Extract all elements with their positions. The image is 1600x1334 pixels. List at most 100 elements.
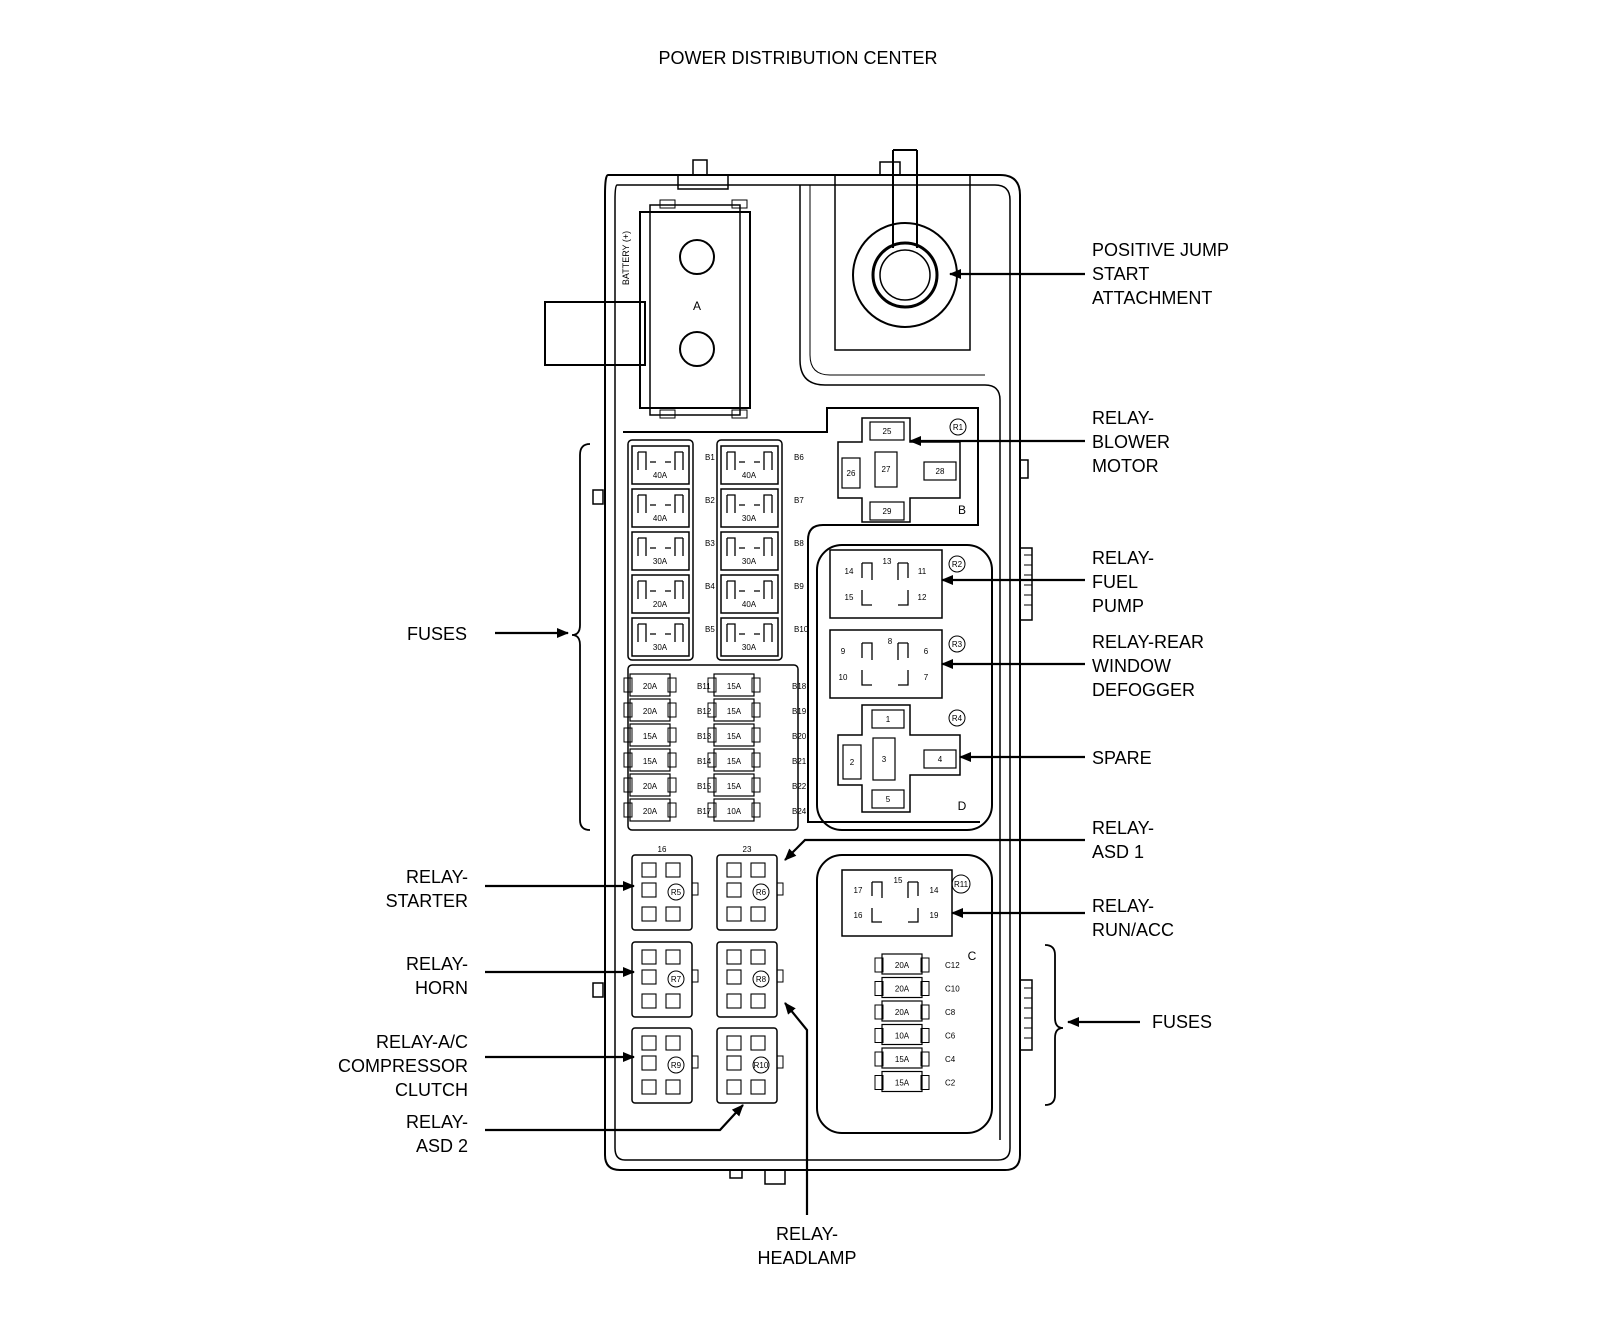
r3-pin: 10 xyxy=(839,673,848,682)
fuse-mini: 15A B19 xyxy=(707,698,807,722)
diagram-title: POWER DISTRIBUTION CENTER xyxy=(658,48,937,68)
r4-pin: 2 xyxy=(850,758,855,767)
svg-text:RELAY-: RELAY- xyxy=(406,954,468,974)
fuse-mini: 15A C2 xyxy=(874,1070,956,1093)
fuse-rating: 20A xyxy=(643,807,658,816)
svg-text:PUMP: PUMP xyxy=(1092,596,1144,616)
relay-tag: R8 xyxy=(756,975,767,984)
relay-tag: R5 xyxy=(671,888,682,897)
fuse-id: C10 xyxy=(945,985,960,994)
section-d-label: D xyxy=(958,799,967,813)
r3-pin: 7 xyxy=(924,673,929,682)
fuse-mini: 20A B17 xyxy=(623,798,712,822)
svg-text:RELAY-: RELAY- xyxy=(776,1224,838,1244)
fuse-rating: 10A xyxy=(727,807,742,816)
r3-tag: R3 xyxy=(952,640,963,649)
svg-text:HORN: HORN xyxy=(415,978,468,998)
fuse-rating: 40A xyxy=(653,514,668,523)
fuse-rating: 15A xyxy=(727,707,742,716)
svg-text:RELAY-: RELAY- xyxy=(1092,818,1154,838)
svg-text:RELAY-A/C: RELAY-A/C xyxy=(376,1032,468,1052)
fuse-id: B6 xyxy=(794,453,804,462)
fuse-id: B11 xyxy=(697,682,711,691)
svg-text:CLUTCH: CLUTCH xyxy=(395,1080,468,1100)
fuses-right-brace xyxy=(1044,944,1064,1106)
svg-text:FUSES: FUSES xyxy=(407,624,467,644)
svg-text:FUSES: FUSES xyxy=(1152,1012,1212,1032)
r11-pin: 17 xyxy=(854,886,863,895)
relay-tag: R7 xyxy=(671,975,682,984)
fuse-rating: 20A xyxy=(895,961,910,970)
fuse-id: C12 xyxy=(945,961,960,970)
fuse-rating: 15A xyxy=(895,1079,910,1088)
fuse-id: B20 xyxy=(792,732,807,741)
fuse-id: B19 xyxy=(792,707,807,716)
section-d-panel: D xyxy=(816,544,993,831)
callout-ac-clutch: RELAY-A/C COMPRESSOR CLUTCH xyxy=(338,1032,468,1100)
relay-small: R8 xyxy=(716,941,784,1018)
r4-pin: 5 xyxy=(886,795,891,804)
fuse-rating: 30A xyxy=(742,514,757,523)
fuse-id: B5 xyxy=(705,625,715,634)
fuse-rating: 15A xyxy=(727,682,742,691)
section-b-label: B xyxy=(958,503,966,517)
section-a-label: A xyxy=(693,299,701,313)
svg-text:RELAY-: RELAY- xyxy=(406,867,468,887)
r11-pin: 14 xyxy=(930,886,939,895)
section-b-large-fuse-frame xyxy=(627,439,799,831)
fuse-rating: 30A xyxy=(653,557,668,566)
svg-text:RELAY-: RELAY- xyxy=(1092,548,1154,568)
fuse-rating: 30A xyxy=(742,557,757,566)
fuse-rating: 15A xyxy=(727,782,742,791)
jump-start-post xyxy=(834,149,971,351)
callout-horn: RELAY- HORN xyxy=(406,954,468,998)
svg-text:HEADLAMP: HEADLAMP xyxy=(757,1248,856,1268)
fuse-rating: 15A xyxy=(727,732,742,741)
pdc-housing xyxy=(592,159,1033,1185)
r11-pin: 19 xyxy=(930,911,939,920)
fuse-id: B24 xyxy=(792,807,807,816)
fuse-id: B13 xyxy=(697,732,712,741)
battery-terminal-block: A BATTERY (+) xyxy=(544,199,751,419)
fuse-rating: 30A xyxy=(653,643,668,652)
fuse-rating: 15A xyxy=(727,757,742,766)
svg-text:RUN/ACC: RUN/ACC xyxy=(1092,920,1174,940)
r4-pin: 1 xyxy=(886,715,891,724)
svg-text:DEFOGGER: DEFOGGER xyxy=(1092,680,1195,700)
svg-text:POSITIVE JUMP: POSITIVE JUMP xyxy=(1092,240,1229,260)
fuse-id: B2 xyxy=(705,496,715,505)
svg-text:ASD 2: ASD 2 xyxy=(416,1136,468,1156)
callout-spare: SPARE xyxy=(1092,748,1152,768)
r1-pin: 26 xyxy=(847,469,856,478)
fuse-rating: 20A xyxy=(895,1008,910,1017)
r3-pin: 6 xyxy=(924,647,929,656)
r1-pin: 29 xyxy=(883,507,892,516)
fuse-rating: 20A xyxy=(643,707,658,716)
r4-pin: 3 xyxy=(882,755,887,764)
fuse-id: C2 xyxy=(945,1079,956,1088)
relay-r2-fuel-pump: 13 14 11 15 12 R2 xyxy=(829,549,966,619)
relay-r1-blower-motor: 25 26 27 28 29 R1 B xyxy=(837,417,967,523)
fuse-id: B17 xyxy=(697,807,712,816)
section-b-outline xyxy=(623,407,980,823)
r2-pin: 15 xyxy=(845,593,854,602)
fuses-left-brace xyxy=(571,443,591,831)
r1-tag: R1 xyxy=(953,423,964,432)
fuse-id: B9 xyxy=(794,582,804,591)
callout-rear-defogger: RELAY-REAR WINDOW DEFOGGER xyxy=(1092,632,1204,700)
svg-text:RELAY-: RELAY- xyxy=(1092,896,1154,916)
svg-text:START: START xyxy=(1092,264,1149,284)
callout-headlamp: RELAY- HEADLAMP xyxy=(757,1224,856,1268)
relay-tag: R10 xyxy=(754,1061,769,1070)
fuse-id: B1 xyxy=(705,453,715,462)
